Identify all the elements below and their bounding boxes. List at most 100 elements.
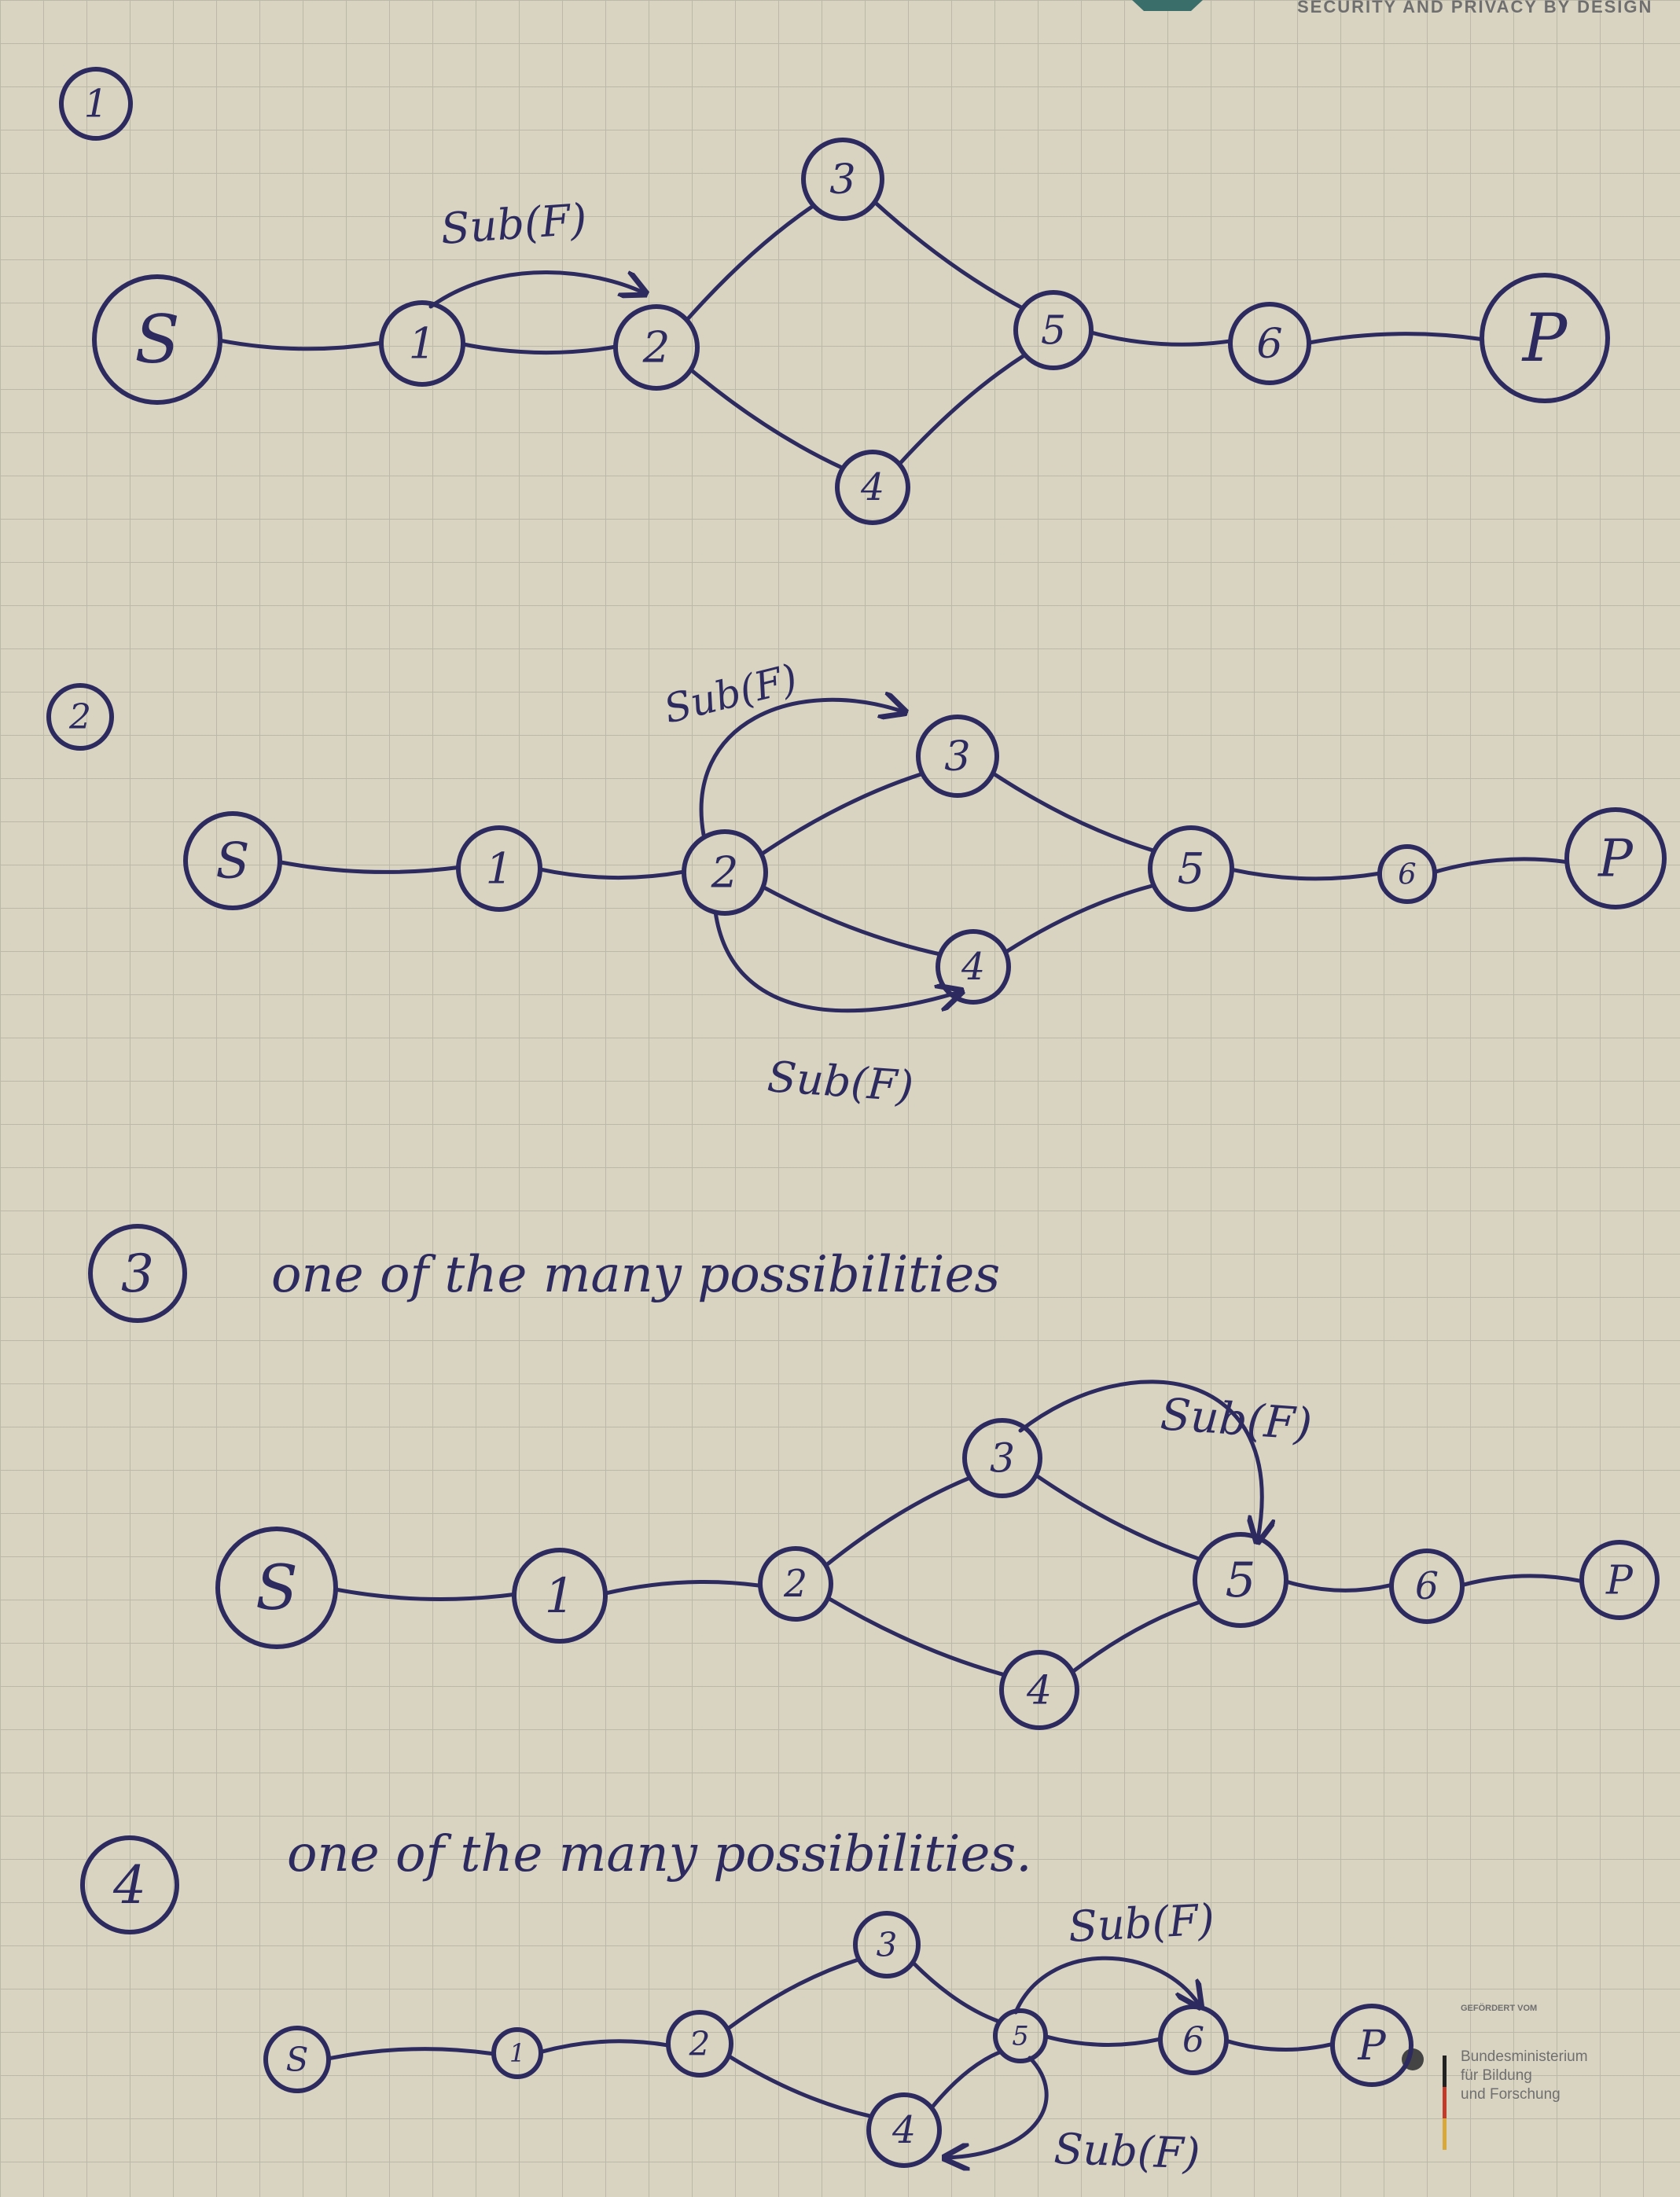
node-circle: [1013, 290, 1094, 370]
badge-circle: [59, 67, 133, 141]
sub-label: Sub(F): [1053, 2124, 1201, 2178]
node-circle: [1330, 2004, 1413, 2087]
edge-6-P: [1432, 857, 1569, 874]
node-4: 4: [936, 929, 1011, 1005]
node-circle: [835, 450, 910, 525]
node-3: 3: [801, 138, 884, 221]
node-circle: [1480, 273, 1610, 403]
edge-4-5: [897, 352, 1027, 466]
edge-6-P: [1460, 1574, 1584, 1588]
node-label: 2: [783, 1563, 807, 1606]
node-5: 5: [1148, 825, 1234, 912]
node-circle: [866, 2092, 942, 2168]
badge-number: 4: [112, 1855, 146, 1916]
diagram-caption: one of the many possibilities: [271, 1246, 1000, 1304]
badge-circle: [46, 683, 114, 751]
diagram-caption: one of the many possibilities.: [287, 1825, 1032, 1883]
node-label: P: [1605, 1556, 1634, 1603]
sub-label: Sub(F): [1159, 1389, 1314, 1450]
node-label: 6: [1398, 858, 1416, 891]
node-label: 6: [1256, 320, 1282, 368]
node-S: S: [263, 2026, 331, 2093]
edge-1-2: [538, 867, 686, 880]
edge-4-5: [1003, 883, 1156, 954]
node-circle: [1389, 1549, 1465, 1624]
node-label: 2: [711, 847, 739, 898]
node-circle: [682, 829, 768, 916]
badge-number: 2: [68, 697, 91, 737]
sub-arrow-2-4: [713, 909, 959, 1013]
sub-label: Sub(F): [1067, 1894, 1215, 1952]
node-circle: [1148, 825, 1234, 912]
sponsor-funded-by: GEFÖRDERT VOM: [1461, 2003, 1537, 2013]
edge-2-3: [759, 771, 925, 857]
node-6: 6: [1389, 1549, 1465, 1624]
node-circle: [491, 2027, 543, 2079]
edge-5-6: [1089, 330, 1233, 347]
node-label: 5: [1226, 1552, 1256, 1608]
node-label: P: [1357, 2022, 1387, 2070]
flag-red: [1443, 2087, 1447, 2118]
node-3: 3: [962, 1418, 1042, 1498]
node-1: 1: [491, 2027, 543, 2079]
edge-S-1: [326, 2047, 496, 2061]
sub-label: Sub(F): [439, 194, 589, 254]
node-label: S: [134, 301, 180, 378]
edge-6-P: [1224, 2038, 1335, 2052]
edge-6-P: [1307, 332, 1484, 345]
node-circle: [853, 1911, 921, 1978]
node-3: 3: [916, 715, 999, 798]
node-P: P: [1330, 2004, 1413, 2087]
node-6: 6: [1377, 844, 1437, 904]
node-label: 2: [689, 2024, 711, 2063]
node-label: 4: [860, 466, 884, 509]
node-label: 1: [509, 2040, 525, 2068]
node-P: P: [1579, 1540, 1660, 1620]
node-label: 5: [1041, 307, 1066, 353]
logo-mark: [1132, 0, 1203, 11]
edge-S-1: [218, 338, 384, 351]
node-label: P: [1597, 829, 1634, 888]
edge-5-6: [1230, 867, 1382, 881]
node-circle: [1193, 1532, 1288, 1628]
sub-arrow-5-4: [947, 2056, 1049, 2158]
node-label: 2: [642, 322, 671, 373]
node-circle: [379, 300, 465, 387]
edge-2-4: [726, 2054, 874, 2118]
node-4: 4: [866, 2092, 942, 2168]
edge-S-1: [278, 860, 461, 874]
edge-2-4: [825, 1596, 1007, 1677]
badge-circle: [80, 1835, 179, 1934]
node-circle: [993, 2008, 1048, 2063]
node-label: S: [255, 1552, 298, 1624]
node-label: 3: [944, 733, 970, 781]
edge-3-5: [873, 200, 1025, 310]
node-circle: [263, 2026, 331, 2093]
node-circle: [962, 1418, 1042, 1498]
edge-2-3: [685, 204, 816, 322]
node-circle: [916, 715, 999, 798]
edge-S-1: [333, 1587, 516, 1601]
node-circle: [1228, 302, 1311, 385]
edge-5-6: [1043, 2034, 1163, 2047]
node-label: 5: [1178, 843, 1205, 894]
node-circle: [512, 1548, 608, 1644]
node-label: S: [286, 2040, 309, 2078]
diagram-number-badge: 3: [88, 1224, 187, 1323]
node-4: 4: [835, 450, 910, 525]
node-label: 1: [545, 1568, 575, 1624]
edge-1-2: [603, 1580, 763, 1596]
edge-3-5: [910, 1960, 1002, 2024]
node-P: P: [1480, 273, 1610, 403]
node-1: 1: [456, 825, 542, 912]
badge-number: 3: [121, 1244, 154, 1304]
node-circle: [1579, 1540, 1660, 1620]
sponsor-line1: Bundesministerium: [1461, 2048, 1588, 2065]
node-circle: [758, 1546, 833, 1622]
badge-circle: [88, 1224, 187, 1323]
